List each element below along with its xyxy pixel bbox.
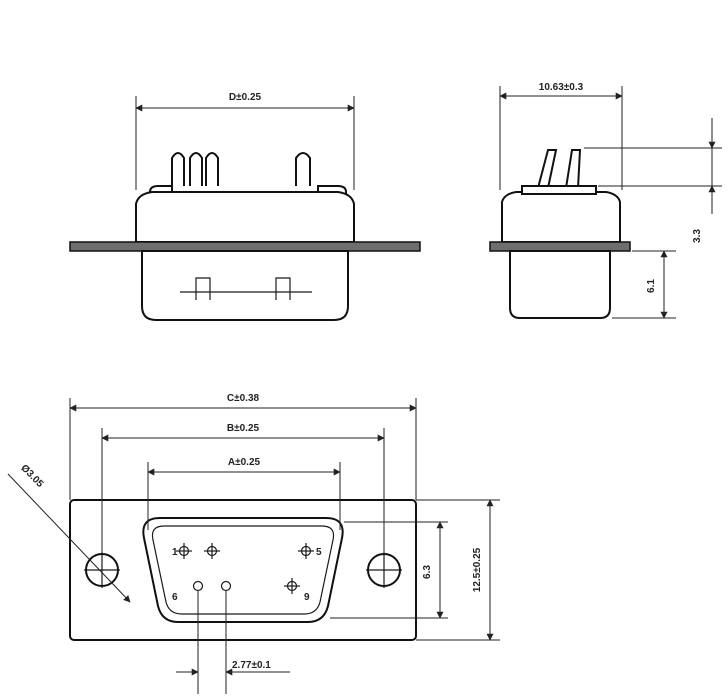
side-view-lower-shell	[509, 250, 611, 319]
dimension-b-label: B±0.25	[227, 423, 260, 434]
dimension-outer-height: 12.5±0.25	[416, 499, 500, 641]
mounting-hole-right	[366, 552, 402, 588]
pin-label-1: 1	[172, 547, 178, 558]
pin-label-5: 5	[316, 547, 322, 558]
d-shell-inner	[151, 525, 335, 615]
side-view-pins	[537, 149, 582, 189]
contact-pins: 1 5 6 9	[172, 543, 322, 603]
front-view-flange	[69, 241, 421, 252]
dimension-hole-diameter-label: Ø3.05	[18, 463, 45, 491]
front-view-lower-shell	[141, 250, 349, 321]
dimension-outer-height-label: 12.5±0.25	[472, 547, 483, 592]
dimension-c-label: C±0.38	[227, 393, 260, 404]
dimension-d: D±0.25	[135, 92, 355, 190]
dimension-c: C±0.38	[69, 393, 417, 500]
dimension-side-depth-label: 10.63±0.3	[539, 82, 584, 93]
front-view-latches	[180, 277, 312, 300]
dimension-pin-height-label: 3.3	[692, 229, 703, 243]
dimension-inner-height: 6.3	[330, 521, 448, 619]
dimension-shell-height: 6.1	[612, 250, 676, 319]
side-view: 10.63±0.3 3.3 6.1	[489, 82, 722, 319]
side-view-upper-body	[501, 191, 621, 243]
face-view: 1 5 6 9 C±0.38 B±0.25 A±0.25	[7, 393, 500, 694]
pin-label-6: 6	[172, 592, 178, 603]
mounting-hole-left	[84, 552, 120, 588]
face-view-flange-plate	[69, 499, 417, 641]
dimension-shell-height-label: 6.1	[646, 279, 657, 293]
dimension-a-label: A±0.25	[228, 457, 261, 468]
dimension-pin-height: 3.3	[584, 118, 722, 243]
front-elevation-view: D±0.25	[69, 92, 421, 321]
dimension-a: A±0.25	[147, 457, 341, 530]
dimension-pin-pitch-label: 2.77±0.1	[232, 660, 271, 671]
dimension-b: B±0.25	[101, 423, 385, 552]
dimension-pin-pitch: 2.77±0.1	[176, 590, 290, 694]
dimension-side-depth: 10.63±0.3	[499, 82, 623, 190]
front-view-pins	[171, 152, 311, 186]
side-view-flange	[489, 241, 631, 252]
dimension-inner-height-label: 6.3	[422, 565, 433, 579]
pin-label-9: 9	[304, 592, 310, 603]
d-shell-outer	[142, 517, 344, 623]
dimension-d-label: D±0.25	[229, 92, 262, 103]
